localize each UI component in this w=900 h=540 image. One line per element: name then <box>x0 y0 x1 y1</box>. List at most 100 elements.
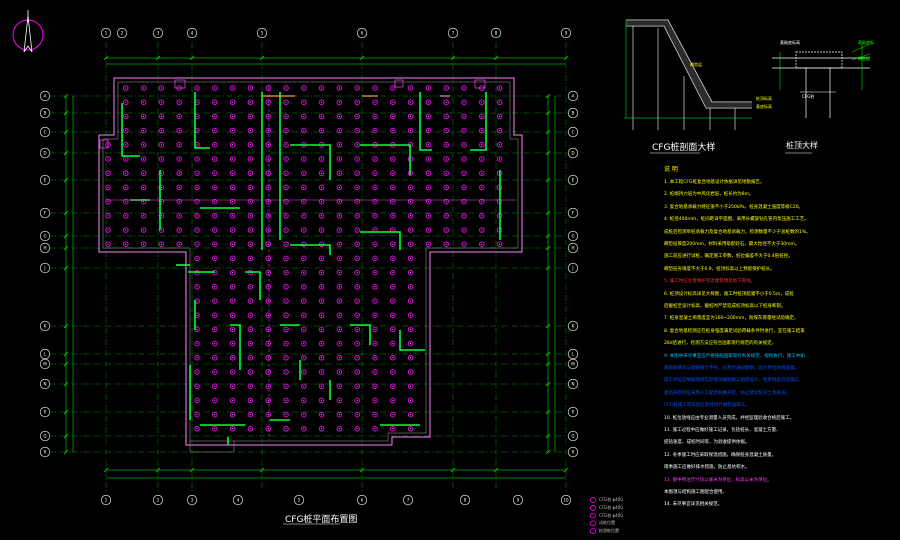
cfg-pile <box>407 326 414 333</box>
pile-center <box>321 172 323 174</box>
pile-center <box>392 399 394 401</box>
cfg-pile <box>318 184 325 191</box>
axis-bubble-label: 8 <box>464 498 467 503</box>
pile-center <box>410 428 412 430</box>
note-line: 2. 桩端持力层为中风化岩层，桩长约为8m。 <box>664 192 754 198</box>
pile-center <box>321 428 323 430</box>
cfg-pile <box>336 184 343 191</box>
pile-center <box>214 300 216 302</box>
pile-center <box>392 428 394 430</box>
legend-pile-icon <box>590 512 596 519</box>
cfg-pile <box>229 198 236 205</box>
cfg-pile <box>443 156 449 162</box>
pile-center <box>410 371 412 373</box>
dimension-tick <box>189 55 195 61</box>
axis-bubble-label: N <box>44 382 47 387</box>
cfg-pile <box>158 184 165 191</box>
axis-bubble: F <box>567 207 579 219</box>
cfg-pile <box>212 255 218 262</box>
pile-center <box>392 314 394 316</box>
pile-center <box>249 385 251 387</box>
cfg-pile <box>372 369 378 375</box>
pile-center <box>160 158 162 160</box>
axis-bubble-label: 9 <box>517 498 520 503</box>
dimension-tick <box>545 323 551 329</box>
pile-center <box>356 158 358 160</box>
pile-center <box>285 115 287 117</box>
pile-center <box>499 101 501 103</box>
pile-center <box>338 399 340 401</box>
pile-center <box>267 87 269 89</box>
pile-center <box>232 172 234 174</box>
pile-center <box>392 172 394 174</box>
pile-center <box>338 172 340 174</box>
cfg-pile <box>283 170 289 176</box>
axis-bubble-label: P <box>44 410 47 415</box>
cfg-pile <box>336 213 343 219</box>
axis-bubble: 5 <box>256 27 268 39</box>
pile-center <box>356 130 358 132</box>
pile-center <box>338 144 340 146</box>
pile-center <box>374 399 376 401</box>
pile-center <box>392 158 394 160</box>
pile-center <box>196 101 198 103</box>
dimension-tick <box>63 233 69 239</box>
cfg-pile <box>407 127 414 134</box>
pile-center <box>303 300 305 302</box>
pile-center <box>160 186 162 188</box>
pile-center <box>303 286 305 288</box>
cfg-pile <box>140 156 147 162</box>
cfg-pile <box>407 213 414 219</box>
pile-center <box>374 215 376 217</box>
cfg-pile <box>461 142 467 148</box>
pile-center <box>374 101 376 103</box>
shear-wall <box>350 324 371 345</box>
cfg-pile <box>301 156 307 162</box>
pile-center <box>303 115 305 117</box>
cfg-pile <box>158 156 165 162</box>
axis-bubble-circle <box>116 27 128 39</box>
pile-center <box>374 357 376 359</box>
dimension-tick <box>63 449 69 455</box>
cfg-pile <box>372 326 378 333</box>
pile-center <box>232 399 234 401</box>
dimension-tick <box>63 129 69 135</box>
pile-center <box>285 328 287 330</box>
axis-bubble-label: Q <box>571 434 574 439</box>
axis-bubble-circle <box>402 494 414 506</box>
note-line: 成桩后检测单桩承载力及复合地基承载力，检测数量不少于总桩数的1%。 <box>664 229 811 235</box>
pile-center <box>249 343 251 345</box>
cfg-pile <box>194 355 200 361</box>
svg-text:CFG桩: CFG桩 <box>802 93 814 99</box>
note-line: 10. 桩位放线应由专业测量人员完成，并经监理验收合格后施工。 <box>664 415 795 421</box>
pile-center <box>178 144 180 146</box>
axis-bubble-circle <box>567 90 579 102</box>
pile-center <box>321 229 323 231</box>
pile-center <box>232 286 234 288</box>
shear-wall <box>360 231 401 250</box>
pile-center <box>356 101 358 103</box>
axis-bubble-label: B <box>44 111 47 116</box>
cfg-pile <box>283 397 289 404</box>
pile-center <box>143 87 145 89</box>
cfg-pile <box>194 426 200 432</box>
cfg-pile <box>194 227 200 233</box>
pile-center <box>338 286 340 288</box>
pile-center <box>125 144 127 146</box>
cfg-pile <box>407 397 414 404</box>
axis-bubble-circle <box>256 27 268 39</box>
cfg-pile <box>372 269 378 276</box>
axis-bubble-circle <box>356 27 368 39</box>
dimension-tick <box>63 409 69 415</box>
cfg-pile <box>443 184 449 191</box>
pile-center <box>303 229 305 231</box>
axis-bubble: 4 <box>186 27 198 39</box>
cfg-pile <box>283 426 289 432</box>
pile-center <box>338 130 340 132</box>
cfg-pile <box>247 142 254 148</box>
cfg-pile <box>479 213 485 219</box>
pile-center <box>321 414 323 416</box>
pile-center <box>427 172 429 174</box>
cfg-pile <box>283 255 289 262</box>
cfg-pile <box>336 156 343 162</box>
